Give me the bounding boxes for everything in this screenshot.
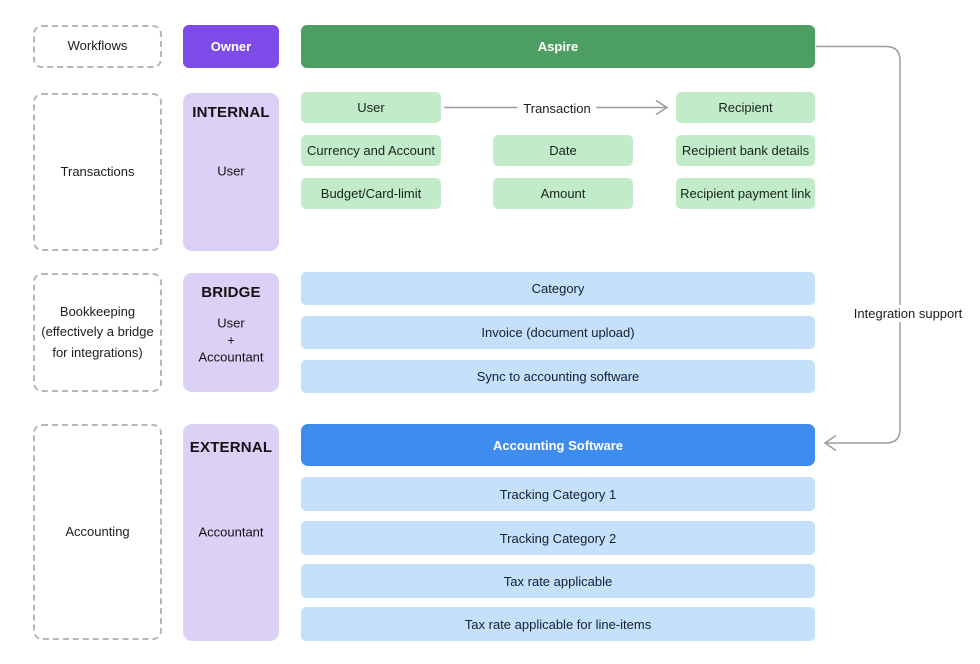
panel-internal-title: INTERNAL <box>192 104 270 121</box>
node-owner: Owner <box>183 25 279 68</box>
node-amount: Amount <box>493 178 633 209</box>
panel-internal-members: User <box>217 163 245 179</box>
panel-bridge: BRIDGE User + Accountant <box>183 273 279 392</box>
node-recipient-bank-details: Recipient bank details <box>676 135 815 166</box>
node-tracking-category-2: Tracking Category 2 <box>301 521 815 555</box>
node-accounting-software: Accounting Software <box>301 424 815 466</box>
transaction-arrow-label: Transaction <box>517 100 597 117</box>
panel-external: EXTERNAL Accountant <box>183 424 279 641</box>
node-workflows: Workflows <box>33 25 162 68</box>
panel-external-members: Accountant <box>198 524 264 540</box>
node-accounting: Accounting <box>33 424 162 640</box>
node-bookkeeping: Bookkeeping (effectively a bridge for in… <box>33 273 162 392</box>
integration-support-connector <box>816 45 901 452</box>
panel-internal: INTERNAL User <box>183 93 279 251</box>
panel-bridge-title: BRIDGE <box>201 284 261 301</box>
node-tax-rate-applicable: Tax rate applicable <box>301 564 815 598</box>
node-sync-to-accounting-software: Sync to accounting software <box>301 360 815 393</box>
node-transactions: Transactions <box>33 93 162 251</box>
node-user: User <box>301 92 441 123</box>
panel-external-title: EXTERNAL <box>189 439 273 456</box>
panel-bridge-members: User + Accountant <box>198 315 264 365</box>
node-invoice-document-upload: Invoice (document upload) <box>301 316 815 349</box>
integration-support-label: Integration support <box>847 305 969 322</box>
node-budget-card-limit: Budget/Card-limit <box>301 178 441 209</box>
node-recipient: Recipient <box>676 92 815 123</box>
node-currency-and-account: Currency and Account <box>301 135 441 166</box>
node-date: Date <box>493 135 633 166</box>
node-aspire: Aspire <box>301 25 815 68</box>
node-tracking-category-1: Tracking Category 1 <box>301 477 815 511</box>
node-category: Category <box>301 272 815 305</box>
node-recipient-payment-link: Recipient payment link <box>676 178 815 209</box>
node-tax-rate-applicable-line-items: Tax rate applicable for line-items <box>301 607 815 641</box>
